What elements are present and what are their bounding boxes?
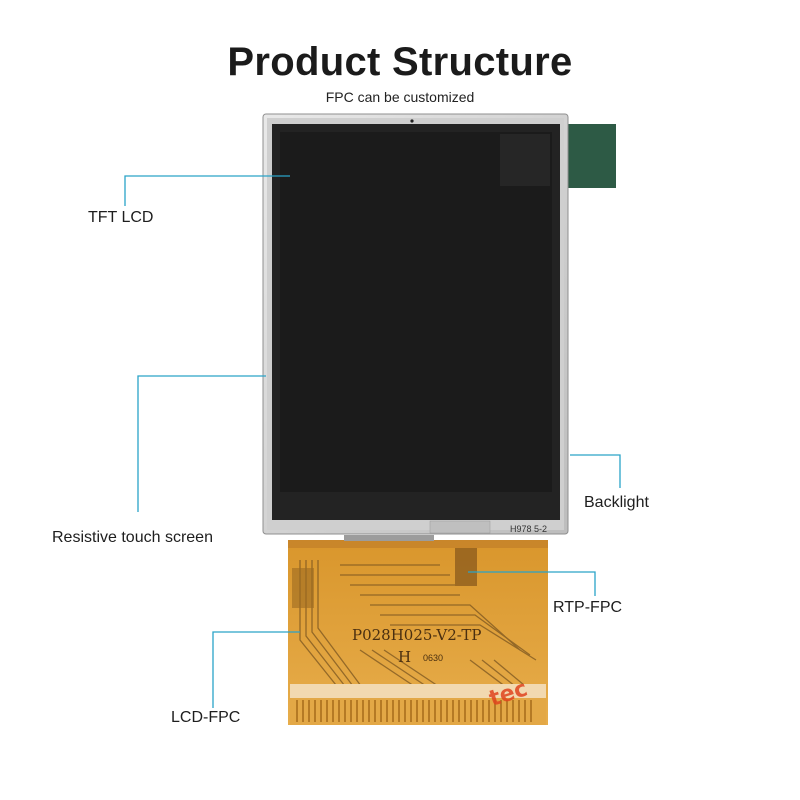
fpc-part-number: P028H025-V2-TP: [352, 626, 482, 644]
lcd-fpc-label: LCD-FPC: [171, 709, 241, 726]
tft-lcd-leader-line: [124, 175, 290, 206]
panel-code: H978 5-2: [510, 524, 548, 534]
lcd-fpc-leader-line: [212, 631, 300, 708]
fpc-date-code: 0630: [423, 653, 444, 663]
tft-lcd-label: TFT LCD: [88, 209, 154, 226]
fpc-letter-marking: H: [398, 648, 412, 666]
rtp-fpc-label: RTP-FPC: [553, 599, 623, 616]
touch-screen-leader-line: [137, 375, 266, 512]
rtp-fpc-component: [455, 548, 477, 586]
rtp-fpc-leader-line: [468, 571, 596, 596]
backlight-leader-line: [570, 454, 621, 488]
lcd-fpc: tec: [288, 540, 548, 725]
backlight-label: Backlight: [584, 494, 649, 511]
resistive-touch-screen-label: Resistive touch screen: [52, 529, 213, 546]
page-title: Product Structure: [227, 40, 573, 84]
page-subtitle: FPC can be customized: [325, 89, 475, 105]
backlight-tab: [560, 124, 616, 188]
